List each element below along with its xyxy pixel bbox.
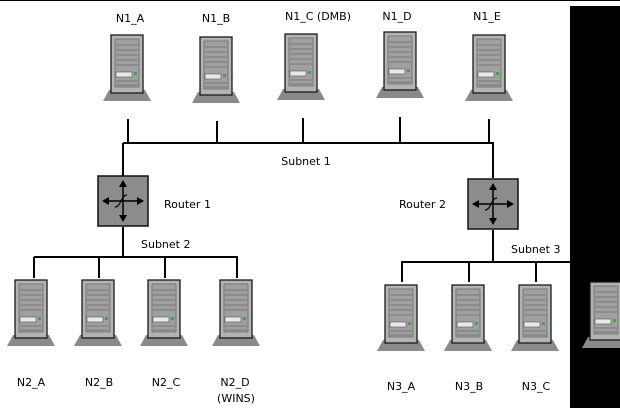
label-n1-a: N1_A bbox=[116, 12, 145, 25]
label-subnet-2: Subnet 2 bbox=[141, 238, 190, 251]
label-n3-a: N3_A bbox=[387, 380, 416, 393]
label-router-2: Router 2 bbox=[399, 198, 446, 211]
router-2-icon bbox=[467, 178, 519, 230]
label-n2-b: N2_B bbox=[85, 376, 113, 389]
label-n1-c: N1_C (DMB) bbox=[285, 10, 351, 23]
server-n1-c bbox=[276, 33, 326, 101]
label-router-1: Router 1 bbox=[164, 198, 211, 211]
label-n2-d: N2_D bbox=[220, 376, 249, 389]
label-subnet-3: Subnet 3 bbox=[511, 243, 560, 256]
server-n1-b bbox=[191, 36, 241, 104]
label-n2-d-role: (WINS) bbox=[217, 392, 255, 405]
subnet-2-links bbox=[33, 227, 238, 278]
server-n1-e bbox=[464, 34, 514, 102]
server-n3-b bbox=[443, 284, 493, 352]
server-n1-a bbox=[102, 34, 152, 102]
label-n2-c: N2_C bbox=[152, 376, 181, 389]
label-n2-a: N2_A bbox=[17, 376, 46, 389]
server-n3-c bbox=[510, 284, 560, 352]
subnet-1-links bbox=[122, 117, 494, 178]
label-subnet-1: Subnet 1 bbox=[281, 155, 330, 168]
server-n2-d bbox=[211, 279, 261, 347]
label-n3-b: N3_B bbox=[455, 380, 483, 393]
label-n1-e: N1_E bbox=[473, 10, 501, 23]
label-n1-d: N1_D bbox=[382, 10, 411, 23]
server-n3-a bbox=[376, 284, 426, 352]
server-n2-c bbox=[139, 279, 189, 347]
server-n1-d bbox=[375, 31, 425, 99]
label-n3-c: N3_C bbox=[522, 380, 551, 393]
subnet-3-links bbox=[401, 230, 572, 282]
server-n2-a bbox=[6, 279, 56, 347]
router-1-icon bbox=[97, 175, 149, 227]
server-n2-b bbox=[73, 279, 123, 347]
label-n1-b: N1_B bbox=[202, 12, 230, 25]
